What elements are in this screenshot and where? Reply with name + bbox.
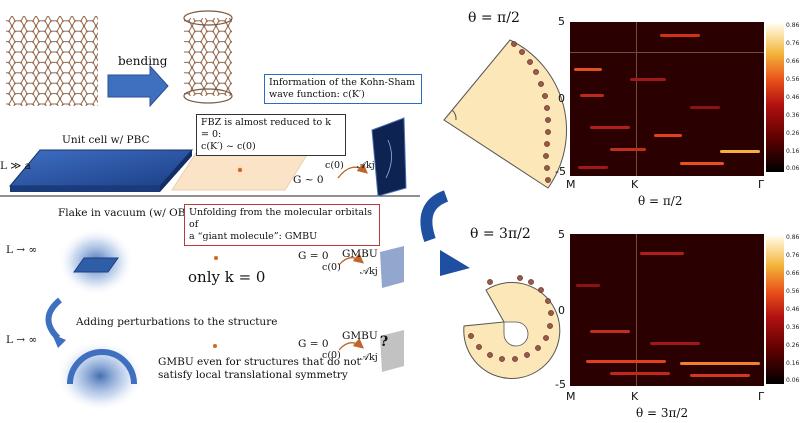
y-tick-neg5-b: -5 bbox=[555, 378, 566, 391]
graphene-sheet bbox=[6, 16, 98, 106]
colorbar-2 bbox=[766, 236, 784, 384]
c0-bottom-1: c(0) bbox=[322, 262, 341, 273]
Akj-bottom-1: 𝒜kj bbox=[360, 266, 378, 277]
x-tick-M-b: M bbox=[566, 390, 576, 403]
adding-perturbations: Adding perturbations to the structure bbox=[76, 316, 278, 328]
y-tick-0-a: 0 bbox=[558, 92, 565, 105]
gmbu-even-line1: GMBU even for structures that do not bbox=[158, 356, 361, 368]
colorbar-ticks-2: 0.86 0.76 0.66 0.56 0.46 0.36 0.26 0.16 … bbox=[786, 234, 800, 388]
cbar2-t7: 0.16 bbox=[786, 360, 800, 367]
gmbu-even-text: GMBU even for structures that do not sat… bbox=[158, 356, 368, 382]
cbar1-t2: 0.66 bbox=[786, 58, 800, 65]
only-k0: only k = 0 bbox=[188, 268, 266, 286]
big-curved-arrow bbox=[420, 190, 449, 242]
theta-label-1: θ = π/2 bbox=[468, 10, 520, 26]
G-zero-1: G = 0 bbox=[298, 250, 329, 262]
c0-top: c(0) bbox=[325, 160, 344, 171]
x-tick-K-b: K bbox=[631, 390, 639, 403]
unit-cell-label: Unit cell w/ PBC bbox=[62, 134, 150, 146]
question-mark: ? bbox=[380, 334, 389, 350]
cbar2-t3: 0.56 bbox=[786, 288, 800, 295]
cbar1-t4: 0.46 bbox=[786, 94, 800, 101]
unfold-box: Unfolding from the molecular orbitals of… bbox=[184, 204, 380, 246]
Akj-bottom-2: 𝒜kj bbox=[360, 352, 378, 363]
G-approx-zero: G ~ 0 bbox=[293, 174, 324, 186]
cbar2-t6: 0.26 bbox=[786, 342, 800, 349]
G-zero-2: G = 0 bbox=[298, 338, 329, 350]
blur-panel-1 bbox=[380, 246, 404, 288]
cbar1-t3: 0.56 bbox=[786, 76, 800, 83]
cbar2-t4: 0.46 bbox=[786, 306, 800, 313]
x-tick-M-a: M bbox=[566, 178, 576, 191]
unfold-line1: Unfolding from the molecular orbitals of bbox=[189, 207, 372, 230]
x-tick-Gamma-b: Γ bbox=[758, 390, 765, 403]
bending-label: bending bbox=[118, 54, 168, 68]
theta-label-2: θ = 3π/2 bbox=[470, 226, 531, 242]
gmbu-2: GMBU bbox=[342, 330, 378, 342]
plot2-caption: θ = 3π/2 bbox=[636, 406, 689, 420]
cbar1-t1: 0.76 bbox=[786, 40, 800, 47]
ks-info-text: Information of the Kohn-Sham wave functi… bbox=[269, 77, 416, 100]
gmbu-1: GMBU bbox=[342, 248, 378, 260]
fbz-line1: FBZ is almost reduced to k = 0: bbox=[201, 117, 331, 140]
gmbu-even-line2: satisfy local translational symmetry bbox=[158, 369, 348, 381]
cbar2-t8: 0.06 bbox=[786, 377, 800, 384]
cbar1-t5: 0.36 bbox=[786, 112, 800, 119]
cbar2-t1: 0.76 bbox=[786, 252, 800, 259]
plot1-caption: θ = π/2 bbox=[638, 194, 683, 208]
x-tick-Gamma-a: Γ bbox=[758, 178, 765, 191]
fbz-line2: c(K′) ~ c(0) bbox=[201, 141, 256, 152]
unfold-line2: a “giant molecule”: GMBU bbox=[189, 231, 318, 242]
cbar1-t0: 0.86 bbox=[786, 22, 800, 29]
cbar1-t6: 0.26 bbox=[786, 130, 800, 137]
cbar1-t8: 0.06 bbox=[786, 165, 800, 172]
flake-plate bbox=[73, 257, 119, 273]
y-tick-5-a: 5 bbox=[558, 15, 565, 28]
c0-bottom-2: c(0) bbox=[322, 350, 341, 361]
y-tick-5-b: 5 bbox=[558, 228, 565, 241]
L-to-infinity-2: L → ∞ bbox=[6, 334, 38, 346]
heatmap-2 bbox=[570, 234, 764, 386]
cbar2-t5: 0.36 bbox=[786, 324, 800, 331]
cbar2-t2: 0.66 bbox=[786, 270, 800, 277]
colorbar-1 bbox=[766, 24, 784, 172]
colorbar-ticks-1: 0.86 0.76 0.66 0.56 0.46 0.36 0.26 0.16 … bbox=[786, 22, 800, 176]
sector-pi-half bbox=[443, 39, 567, 189]
perturbation-arrow bbox=[45, 297, 63, 341]
L-to-infinity-1: L → ∞ bbox=[6, 244, 38, 256]
flake-label: Flake in vacuum (w/ OBC) bbox=[58, 207, 198, 219]
x-tick-K-a: K bbox=[631, 178, 639, 191]
L-much-greater-a: L ≫ a bbox=[0, 160, 31, 172]
Akj-top: 𝒜kj bbox=[357, 160, 375, 171]
heatmap-1 bbox=[570, 22, 764, 176]
y-tick-neg5-a: -5 bbox=[555, 165, 566, 178]
k0-point bbox=[237, 167, 243, 173]
bending-arrow bbox=[107, 64, 169, 108]
nanotube-icon bbox=[183, 10, 233, 104]
cbar1-t7: 0.16 bbox=[786, 148, 800, 155]
unit-cell-plate bbox=[8, 149, 194, 187]
blur-panel-2 bbox=[380, 330, 404, 372]
fbz-box: FBZ is almost reduced to k = 0: c(K′) ~ … bbox=[196, 114, 346, 156]
y-tick-0-b: 0 bbox=[558, 304, 565, 317]
bent-flake bbox=[67, 349, 137, 385]
wavefunction-panel bbox=[371, 117, 407, 197]
k0-dot-bottom bbox=[214, 256, 218, 260]
cbar2-t0: 0.86 bbox=[786, 234, 800, 241]
ks-info-box: Information of the Kohn-Sham wave functi… bbox=[264, 74, 422, 104]
sector-3pi-half bbox=[463, 282, 561, 379]
